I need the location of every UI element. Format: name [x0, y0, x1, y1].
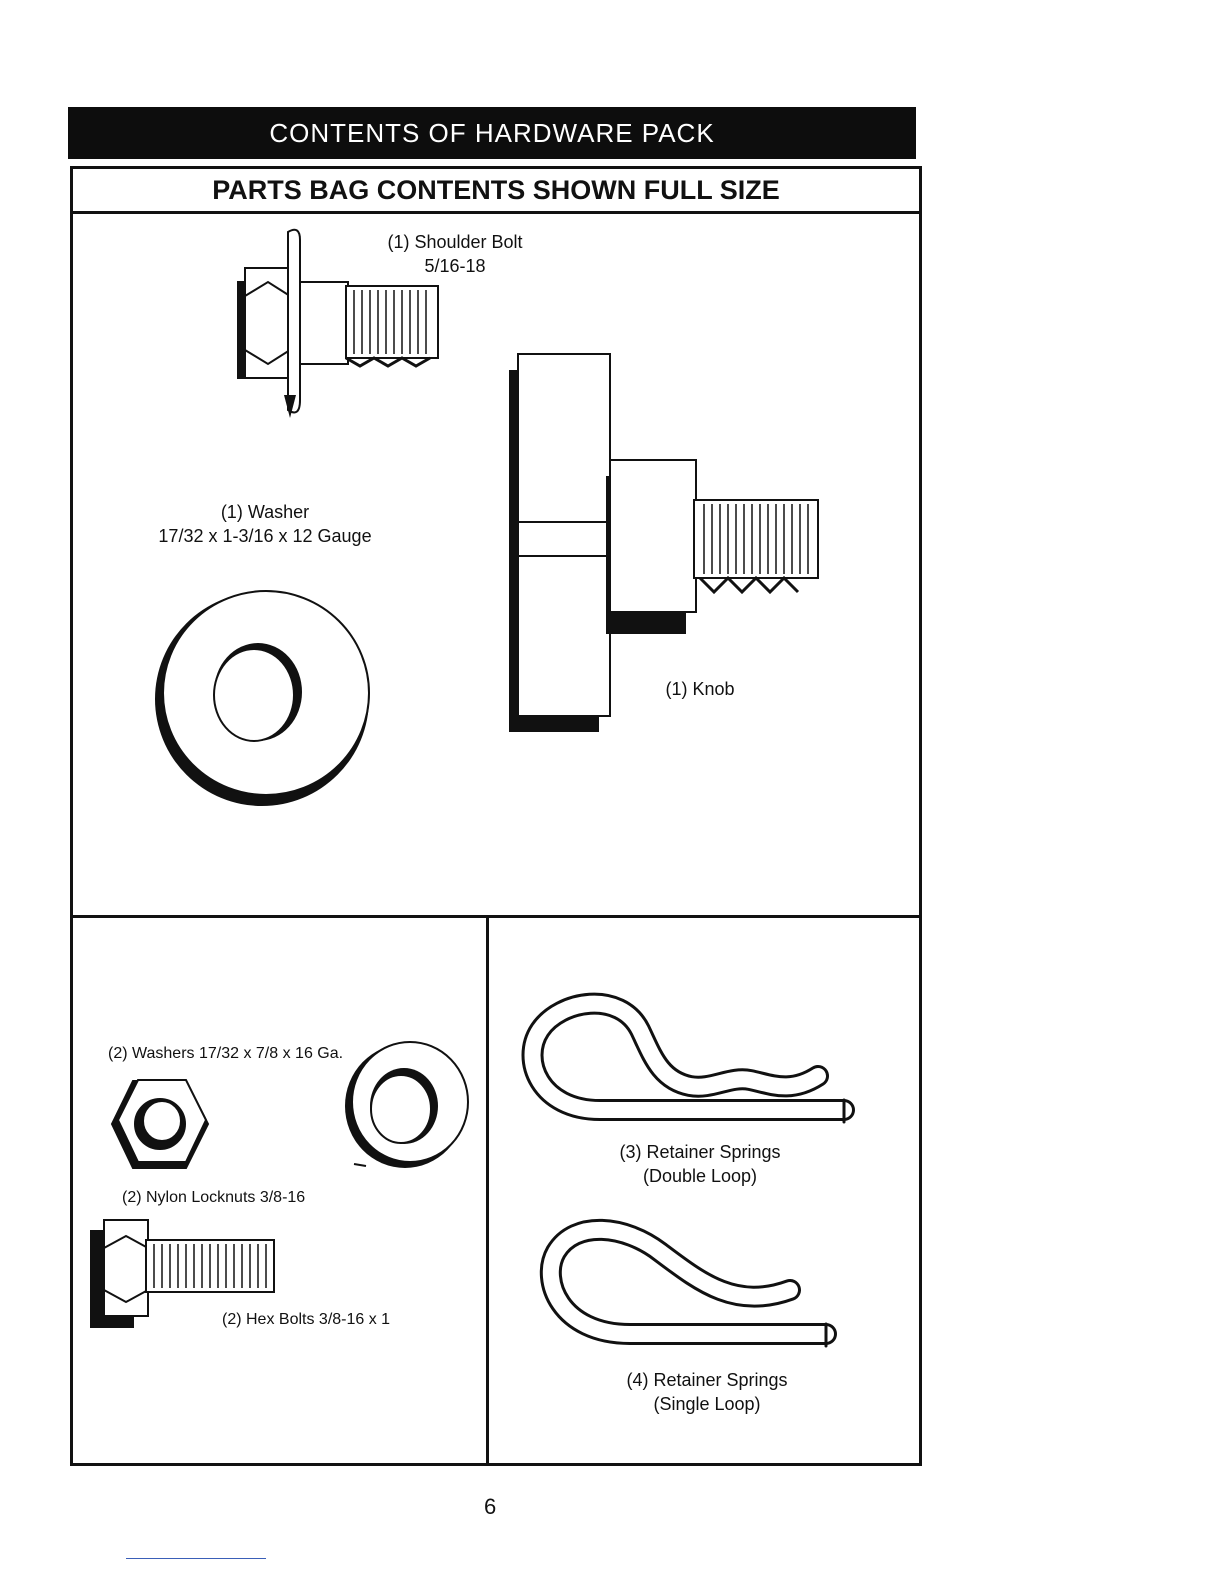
page-number: 6	[484, 1494, 496, 1520]
large-washer-illustration	[155, 591, 369, 806]
single-loop-spring-type: (Single Loop)	[607, 1392, 807, 1416]
single-loop-spring-name: (4) Retainer Springs	[607, 1368, 807, 1392]
small-washers-name: (2) Washers 17/32 x 7/8 x 16 Ga.	[108, 1042, 343, 1066]
hex-bolts-name: (2) Hex Bolts 3/8-16 x 1	[222, 1308, 390, 1332]
knob-name: (1) Knob	[655, 677, 745, 701]
large-washer-name: (1) Washer	[140, 500, 390, 524]
shoulder-bolt-name: (1) Shoulder Bolt	[370, 230, 540, 254]
small-washers-label: (2) Washers 17/32 x 7/8 x 16 Ga.	[108, 1042, 343, 1066]
locknuts-label: (2) Nylon Locknuts 3/8-16	[122, 1186, 305, 1210]
double-loop-spring-name: (3) Retainer Springs	[600, 1140, 800, 1164]
knob-label: (1) Knob	[655, 677, 745, 701]
large-washer-size: 17/32 x 1-3/16 x 12 Gauge	[140, 524, 390, 548]
double-loop-spring-type: (Double Loop)	[600, 1164, 800, 1188]
small-washer-illustration	[345, 1042, 468, 1168]
locknut-illustration	[112, 1080, 208, 1168]
shoulder-bolt-label: (1) Shoulder Bolt 5/16-18	[370, 230, 540, 278]
double-loop-spring-label: (3) Retainer Springs (Double Loop)	[600, 1140, 800, 1188]
shoulder-bolt-size: 5/16-18	[370, 254, 540, 278]
single-loop-spring-label: (4) Retainer Springs (Single Loop)	[607, 1368, 807, 1416]
locknuts-name: (2) Nylon Locknuts 3/8-16	[122, 1186, 305, 1210]
single-loop-spring-illustration	[551, 1230, 826, 1346]
large-washer-label: (1) Washer 17/32 x 1-3/16 x 12 Gauge	[140, 500, 390, 548]
hex-bolts-label: (2) Hex Bolts 3/8-16 x 1	[222, 1308, 390, 1332]
double-loop-spring-illustration	[533, 1004, 845, 1122]
footer-rule	[126, 1558, 266, 1559]
knob-illustration	[509, 354, 818, 732]
